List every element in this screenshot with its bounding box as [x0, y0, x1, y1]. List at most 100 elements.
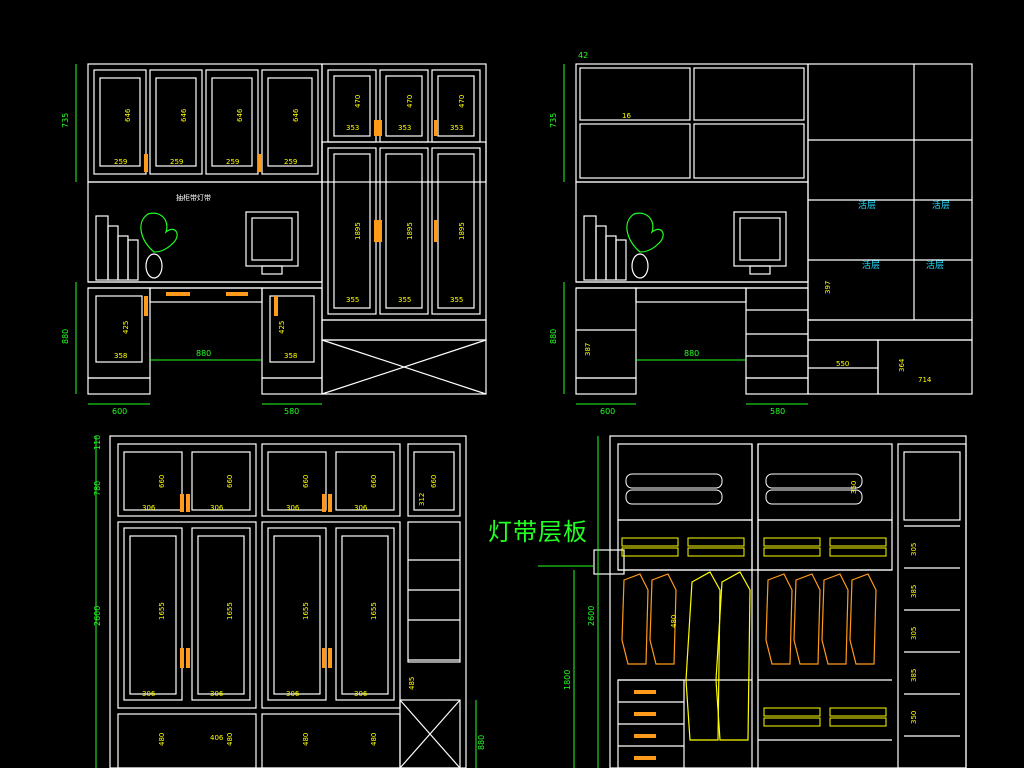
- door-dim: 646: [236, 108, 244, 122]
- inner-dim: 305: [910, 627, 918, 640]
- door-dim: 355: [346, 296, 359, 304]
- plant-top-left: [140, 212, 178, 253]
- door-dim: 306: [286, 690, 300, 698]
- door-dim: 353: [346, 124, 359, 132]
- door-dim: 646: [292, 108, 300, 122]
- misc-dim: 550: [836, 360, 849, 368]
- shelf-label: 活层: [862, 259, 880, 271]
- door-dim: 355: [450, 296, 463, 304]
- door-dim: 660: [370, 475, 378, 488]
- door-dim: 1895: [354, 222, 362, 240]
- door-dim: 660: [226, 475, 234, 488]
- hanging-coats-orange: [621, 573, 877, 665]
- door-dim: 306: [286, 504, 300, 512]
- door-dim: 485: [408, 677, 416, 690]
- door-dim: 480: [302, 733, 310, 746]
- door-dim: 259: [114, 158, 127, 166]
- door-dim: 1895: [458, 222, 466, 240]
- elevation-top-right: [575, 63, 973, 395]
- led-shelf-callout: 灯带层板: [488, 518, 588, 546]
- dim-label: 580: [284, 407, 299, 416]
- dim-label: 780: [93, 481, 102, 496]
- shelf-label: 活层: [932, 199, 950, 211]
- door-dim: 306: [142, 690, 156, 698]
- shelf-label: 活层: [926, 259, 944, 271]
- dim-label: 880: [196, 349, 211, 358]
- inner-dim: 385: [910, 585, 918, 598]
- dim-label: 880: [684, 349, 699, 358]
- inner-dim: 350: [850, 481, 858, 494]
- dimension-lines-bottom-left: [95, 436, 477, 768]
- dim-label: 735: [549, 113, 558, 128]
- dim-label: 880: [477, 735, 486, 750]
- misc-dim: 364: [898, 358, 906, 372]
- door-dim: 660: [158, 475, 166, 488]
- door-dim: 425: [122, 321, 130, 334]
- door-dim: 259: [284, 158, 297, 166]
- elevation-top-left: [87, 63, 487, 395]
- door-dim: 306: [142, 504, 156, 512]
- dim-label: 2600: [587, 606, 596, 626]
- dim-label: 1800: [563, 670, 572, 690]
- elevation-bottom-right: [593, 435, 967, 768]
- dim-label: 735: [61, 113, 70, 128]
- dimension-lines-bottom-right: [538, 436, 599, 768]
- misc-dim: 387: [584, 343, 592, 356]
- door-dim: 358: [114, 352, 127, 360]
- misc-dim: 16: [622, 112, 631, 120]
- door-dim: 425: [278, 321, 286, 334]
- handles-top-left: [144, 120, 438, 316]
- drawer-handles-bottom-right: [634, 690, 656, 760]
- door-dim: 646: [124, 108, 132, 122]
- door-dim: 1655: [370, 602, 378, 620]
- misc-dim: 397: [824, 281, 832, 294]
- door-dim: 1655: [226, 602, 234, 620]
- door-dim: 259: [170, 158, 183, 166]
- dim-label: 600: [112, 407, 127, 416]
- dim-label: 880: [61, 329, 70, 344]
- dim-label: 42: [578, 51, 588, 60]
- plant-top-right: [626, 212, 664, 253]
- folded-clothes-top: [625, 473, 863, 505]
- door-dim: 480: [370, 733, 378, 746]
- inner-dim: 480: [670, 615, 678, 628]
- dim-label: 2600: [93, 606, 102, 626]
- dimension-lines-top-right: [563, 64, 808, 405]
- dim-label: 110: [93, 435, 102, 450]
- shelf-label: 活层: [858, 199, 876, 211]
- dim-label: 580: [770, 407, 785, 416]
- dim-label: 880: [549, 329, 558, 344]
- door-dim: 470: [354, 95, 362, 108]
- door-dim: 660: [430, 475, 438, 488]
- door-dim: 306: [210, 690, 224, 698]
- hanging-coats-yellow: [685, 571, 751, 741]
- dimension-lines-top-left: [75, 64, 322, 405]
- door-dim: 480: [226, 733, 234, 746]
- door-dim: 306: [354, 690, 368, 698]
- door-dim: 353: [398, 124, 411, 132]
- door-dim: 306: [354, 504, 368, 512]
- dim-label: 600: [600, 407, 615, 416]
- door-dim: 660: [302, 475, 310, 488]
- door-dim: 358: [284, 352, 297, 360]
- door-dim: 1655: [158, 602, 166, 620]
- misc-dim: 714: [918, 376, 932, 384]
- folded-clothes-yellow: [621, 537, 887, 727]
- door-dim: 355: [398, 296, 411, 304]
- door-dim: 259: [226, 158, 239, 166]
- door-dim: 1655: [302, 602, 310, 620]
- door-dim: 1895: [406, 222, 414, 240]
- elevation-bottom-left: [109, 435, 467, 768]
- inner-dim: 385: [910, 669, 918, 682]
- door-dim: 406: [210, 734, 224, 742]
- inner-dim: 350: [910, 711, 918, 724]
- door-dim: 646: [180, 108, 188, 122]
- door-dim: 480: [158, 733, 166, 746]
- door-dim: 470: [406, 95, 414, 108]
- door-dim: 353: [450, 124, 463, 132]
- note-label: 抽柜带灯带: [176, 193, 211, 202]
- door-dim: 306: [210, 504, 224, 512]
- inner-dim: 305: [910, 543, 918, 556]
- handles-bottom-left: [180, 494, 332, 668]
